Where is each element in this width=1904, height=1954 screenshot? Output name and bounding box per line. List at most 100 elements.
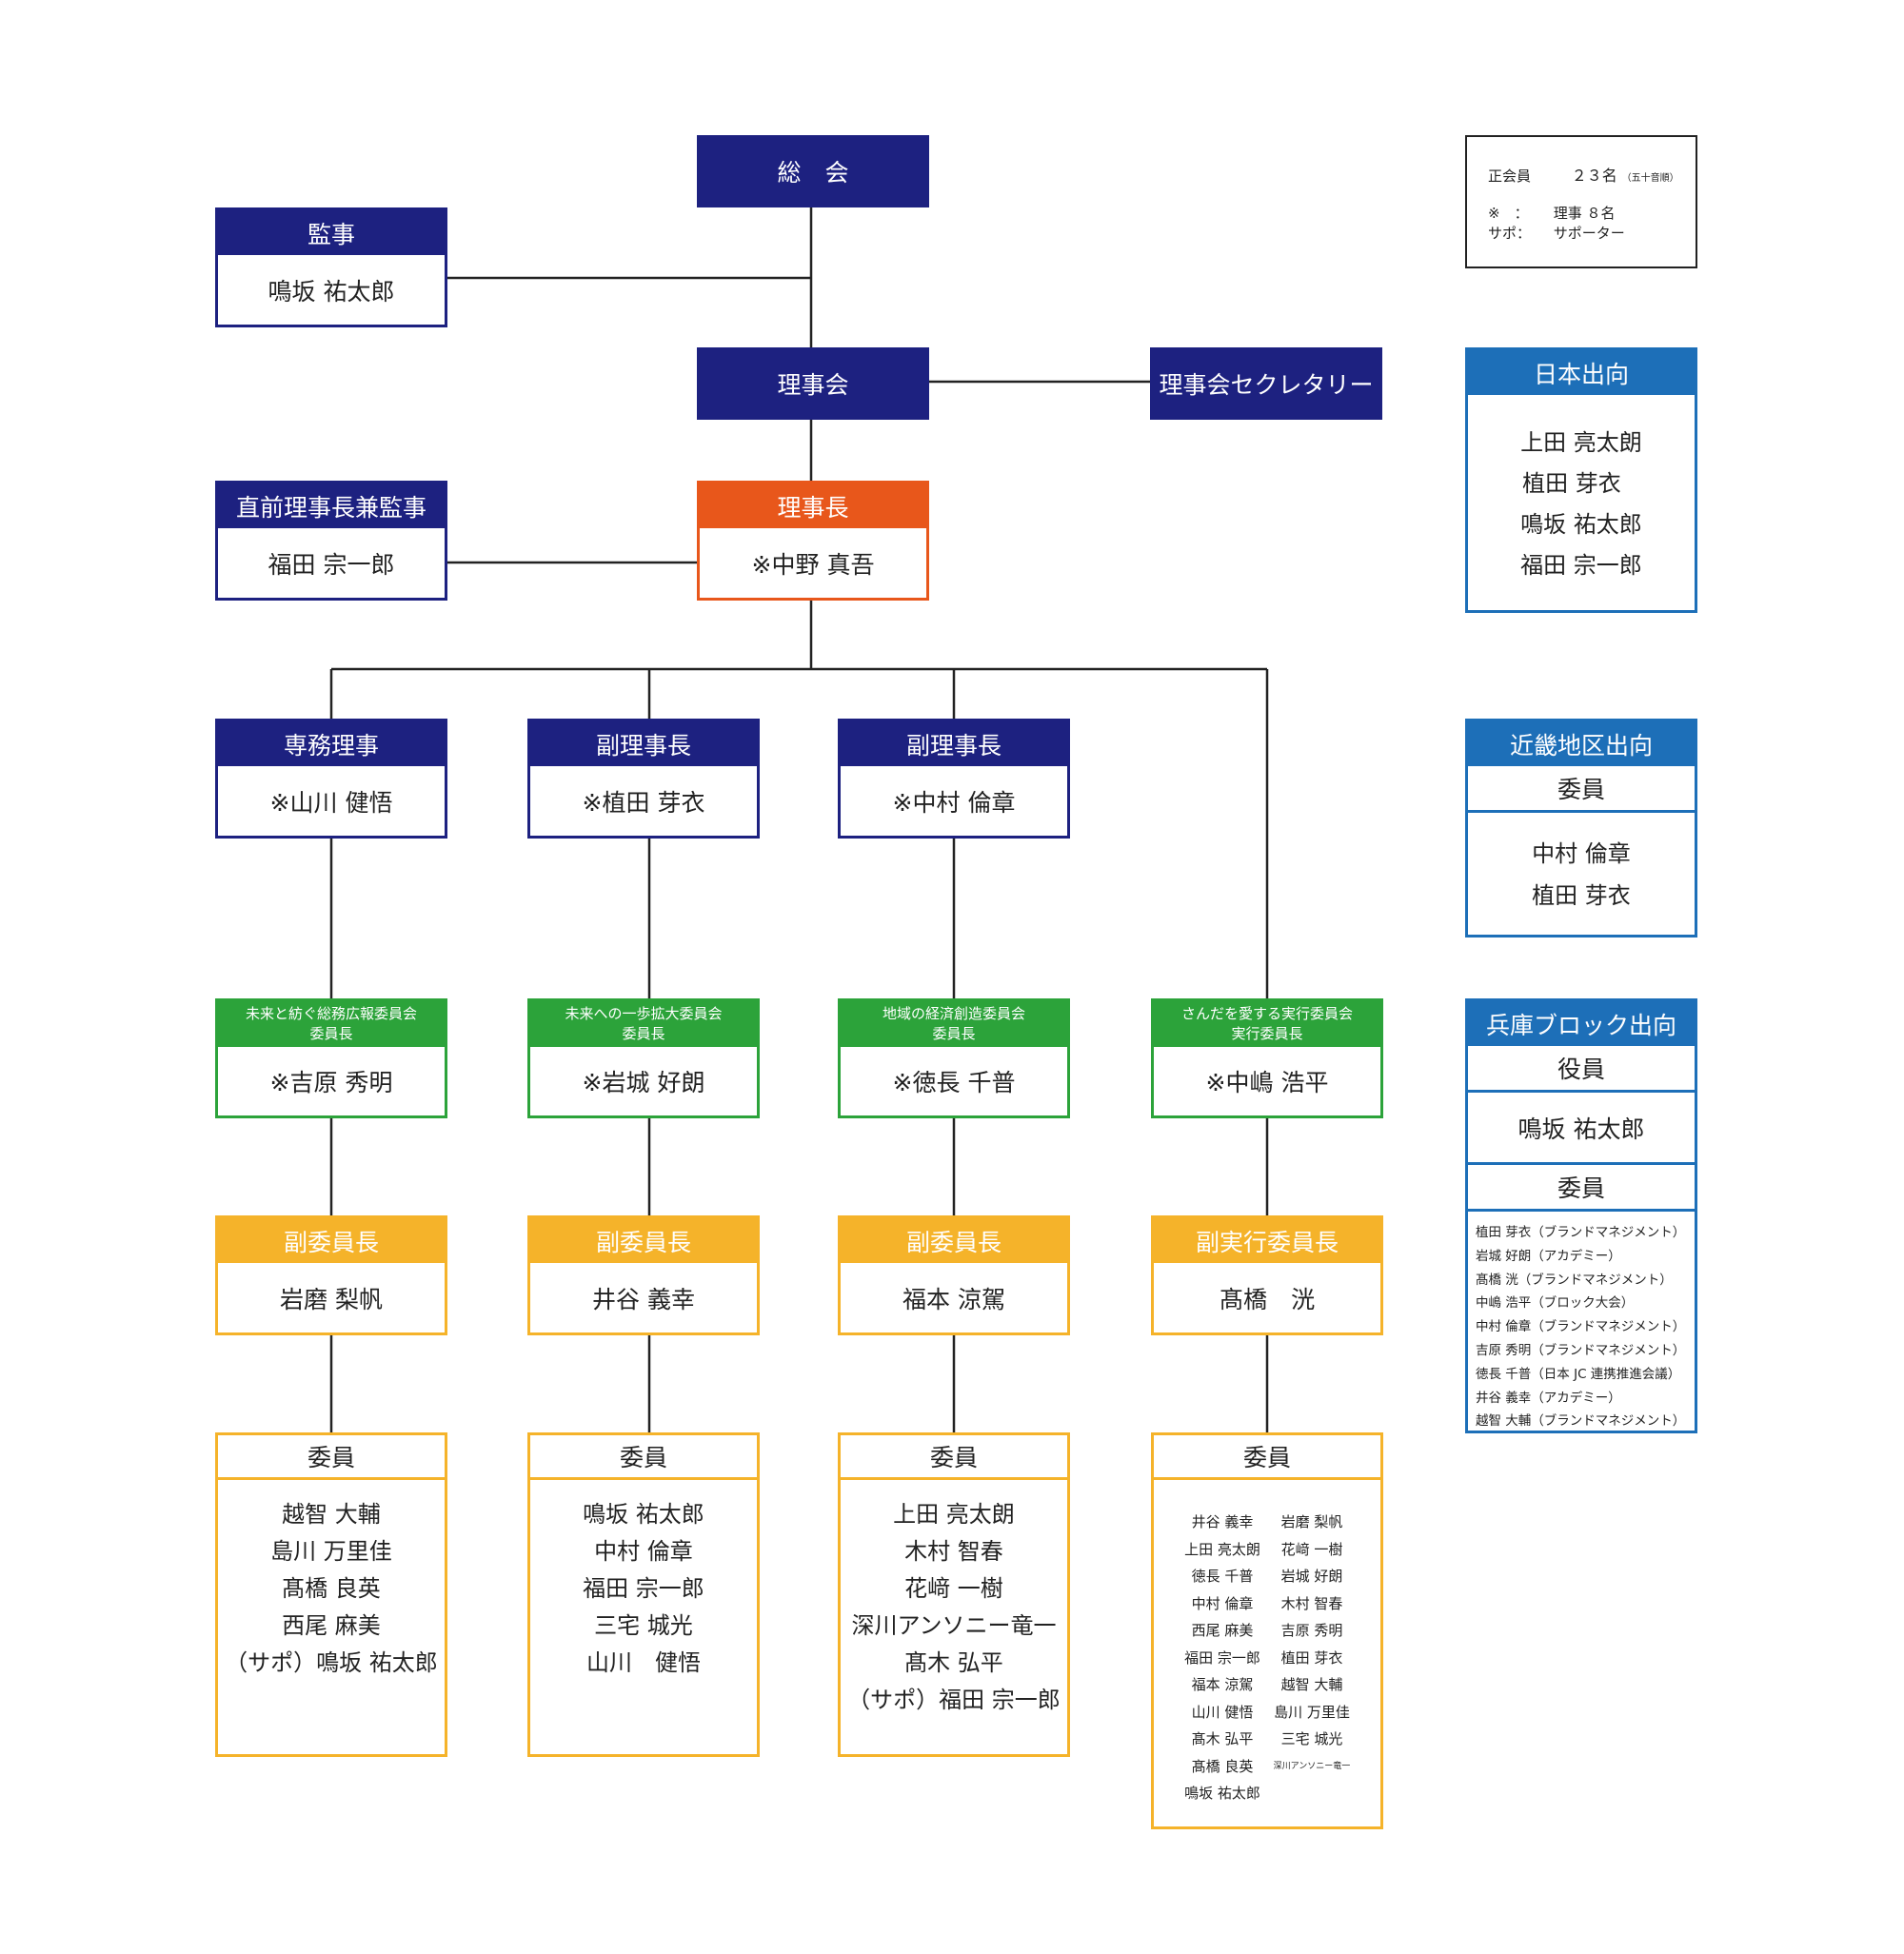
vice-chair-name: 井谷 義幸 [592,1285,695,1313]
member-name: 岩磨 梨帆 [1280,1513,1343,1530]
vice-chair-title: 副実行委員長 [1154,1218,1380,1263]
committee-chair-box: 未来への一歩拡大委員会 委員長 ※岩城 好朗 [527,998,760,1118]
member-name: （サポ）福田 宗一郎 [847,1687,1061,1713]
legend-sapo-meaning: サポーター [1553,225,1625,242]
vice-chair-name: 福本 涼駕 [902,1285,1005,1313]
member-name: 植田 芽衣 [1532,882,1631,909]
committee-name: 未来への一歩拡大委員会 [565,1005,723,1022]
committee-chair-name: ※吉原 秀明 [269,1069,393,1096]
committee-chair-box: 地域の経済創造委員会 委員長 ※徳長 千普 [838,998,1070,1118]
members-list: 上田 亮太朗 木村 智春 花﨑 一樹 深川アンソニー竜一 髙木 弘平 （サポ）福… [841,1480,1067,1719]
hyogo-dispatch-title: 兵庫ブロック出向 [1468,1001,1695,1046]
member-name: 髙橋 良英 [1191,1757,1254,1775]
committee-name: 未来と紡ぐ総務広報委員会 [245,1005,417,1022]
member-name: 福田 宗一郎 [583,1575,704,1602]
member-name: 山川 健悟 [586,1649,701,1676]
committee-name: さんだを愛する実行委員会 [1180,1005,1353,1022]
committee-role: 委員長 [309,1025,353,1042]
member-name: 鳴坂 祐太郎 [1184,1785,1260,1802]
members-list: 鳴坂 祐太郎 中村 倫章 福田 宗一郎 三宅 城光 山川 健悟 [530,1480,757,1682]
vice-chair-title: 副委員長 [841,1218,1067,1263]
member-name: 越智 大輔 [1280,1676,1343,1693]
kinki-dispatch-subtitle: 委員 [1468,766,1695,813]
member-name: 福田 宗一郎 [1184,1648,1260,1667]
member-name: 岩城 好朗 [1280,1568,1343,1585]
past-president-box: 直前理事長兼監事 福田 宗一郎 [215,481,447,601]
president-name: ※中野 真吾 [751,550,875,579]
hyogo-officer-title: 役員 [1468,1046,1695,1093]
member-name: 山川 健悟 [1191,1703,1254,1721]
member-name: 鳴坂 祐太郎 [1520,511,1642,538]
hyogo-members-title: 委員 [1468,1165,1695,1212]
japan-dispatch-list: 上田 亮太朗 植田 芽衣 鳴坂 祐太郎 福田 宗一郎 [1468,395,1695,586]
vice-chair-box: 副委員長 井谷 義幸 [527,1215,760,1335]
member-name: 島川 万里佳 [270,1538,392,1565]
committee-role: 委員長 [622,1025,665,1042]
member-name: 植田 芽衣（ブランドマネジメント） [1476,1225,1686,1240]
member-name: 井谷 義幸（アカデミー） [1476,1390,1621,1406]
committee-chair-name: ※徳長 千普 [892,1069,1016,1096]
legend-sapo-row: サポ： サポーター [1488,223,1696,243]
member-name: 井谷 義幸 [1191,1513,1254,1530]
vice-chair-box: 副委員長 福本 涼駕 [838,1215,1070,1335]
members-title: 委員 [218,1435,445,1480]
member-name: 花﨑 一樹 [904,1575,1003,1602]
legend-members-row: 正会員 ２３名 （五十音順） [1488,163,1696,186]
board-label: 理事会 [777,371,849,399]
member-name: 徳長 千普 [1191,1568,1254,1585]
officer-box: 副理事長 ※植田 芽衣 [527,719,760,839]
committee-chair-name: ※岩城 好朗 [582,1069,705,1096]
board-secretary-box: 理事会セクレタリー [1150,347,1382,420]
committee-title: 地域の経済創造委員会 委員長 [841,1001,1067,1047]
members-title: 委員 [530,1435,757,1480]
legend-members-note: （五十音順） [1621,173,1679,184]
president-box: 理事長 ※中野 真吾 [697,481,929,601]
members-list: 越智 大輔 島川 万里佳 髙橋 良英 西尾 麻美 （サポ）鳴坂 祐太郎 [218,1480,445,1682]
vice-chair-title: 副委員長 [218,1218,445,1263]
committee-title: さんだを愛する実行委員会 実行委員長 [1154,1001,1380,1047]
member-name: 岩城 好朗（アカデミー） [1476,1248,1621,1264]
auditor-title: 監事 [218,210,445,255]
member-name: 吉原 秀明 [1280,1622,1343,1639]
officer-title: 専務理事 [218,721,445,766]
committee-members-box: 委員 鳴坂 祐太郎 中村 倫章 福田 宗一郎 三宅 城光 山川 健悟 [527,1432,760,1757]
member-name: 植田 芽衣 [1280,1648,1343,1667]
member-name: 髙橋 良英 [282,1575,381,1602]
legend-members-count: ２３名 [1571,167,1617,185]
japan-dispatch-title: 日本出向 [1468,350,1695,395]
kinki-dispatch-box: 近畿地区出向 委員 中村 倫章 植田 芽衣 [1465,719,1697,938]
committee-title: 未来への一歩拡大委員会 委員長 [530,1001,757,1047]
member-name: 上田 亮太朗 [893,1501,1015,1528]
member-name: 植田 芽衣 [1522,470,1621,497]
board-secretary-label: 理事会セクレタリー [1159,371,1374,399]
legend-mark-row: ※ ： 理事 ８名 [1488,203,1696,223]
member-name: 中村 倫章 [1191,1594,1254,1612]
officer-name: ※山川 健悟 [269,788,393,817]
general-assembly-box: 総 会 [697,135,929,207]
member-name: 上田 亮太朗 [1520,429,1642,456]
member-name: 中村 倫章（ブランドマネジメント） [1476,1319,1686,1335]
legend-box: 正会員 ２３名 （五十音順） ※ ： 理事 ８名 サポ： サポーター [1465,135,1697,268]
member-name: 西尾 麻美 [282,1612,381,1639]
member-name: 鳴坂 祐太郎 [583,1501,704,1528]
member-name: 福本 涼駕 [1191,1676,1254,1693]
members-title: 委員 [1154,1435,1380,1480]
committee-title: 未来と紡ぐ総務広報委員会 委員長 [218,1001,445,1047]
hyogo-members-list: 植田 芽衣（ブランドマネジメント） 岩城 好朗（アカデミー） 髙橋 洸（ブランド… [1468,1212,1695,1433]
committee-role: 実行委員長 [1231,1025,1303,1042]
member-name: 中村 倫章 [1532,840,1631,867]
vice-chair-name: 岩磨 梨帆 [280,1285,383,1313]
hyogo-officer-name: 鳴坂 祐太郎 [1468,1093,1695,1165]
member-name: 中村 倫章 [594,1538,693,1565]
member-name: 中嶋 浩平（ブロック大会） [1476,1295,1635,1312]
board-box: 理事会 [697,347,929,420]
member-name: 三宅 城光 [594,1612,693,1639]
general-assembly-label: 総 会 [777,159,849,187]
legend-members-label: 正会員 [1488,168,1532,185]
vice-chair-name: 髙橋 洸 [1219,1285,1315,1313]
committee-members-box: 委員 上田 亮太朗 木村 智春 花﨑 一樹 深川アンソニー竜一 髙木 弘平 （サ… [838,1432,1070,1757]
officer-title: 副理事長 [530,721,757,766]
officer-box: 専務理事 ※山川 健悟 [215,719,447,839]
officer-box: 副理事長 ※中村 倫章 [838,719,1070,839]
